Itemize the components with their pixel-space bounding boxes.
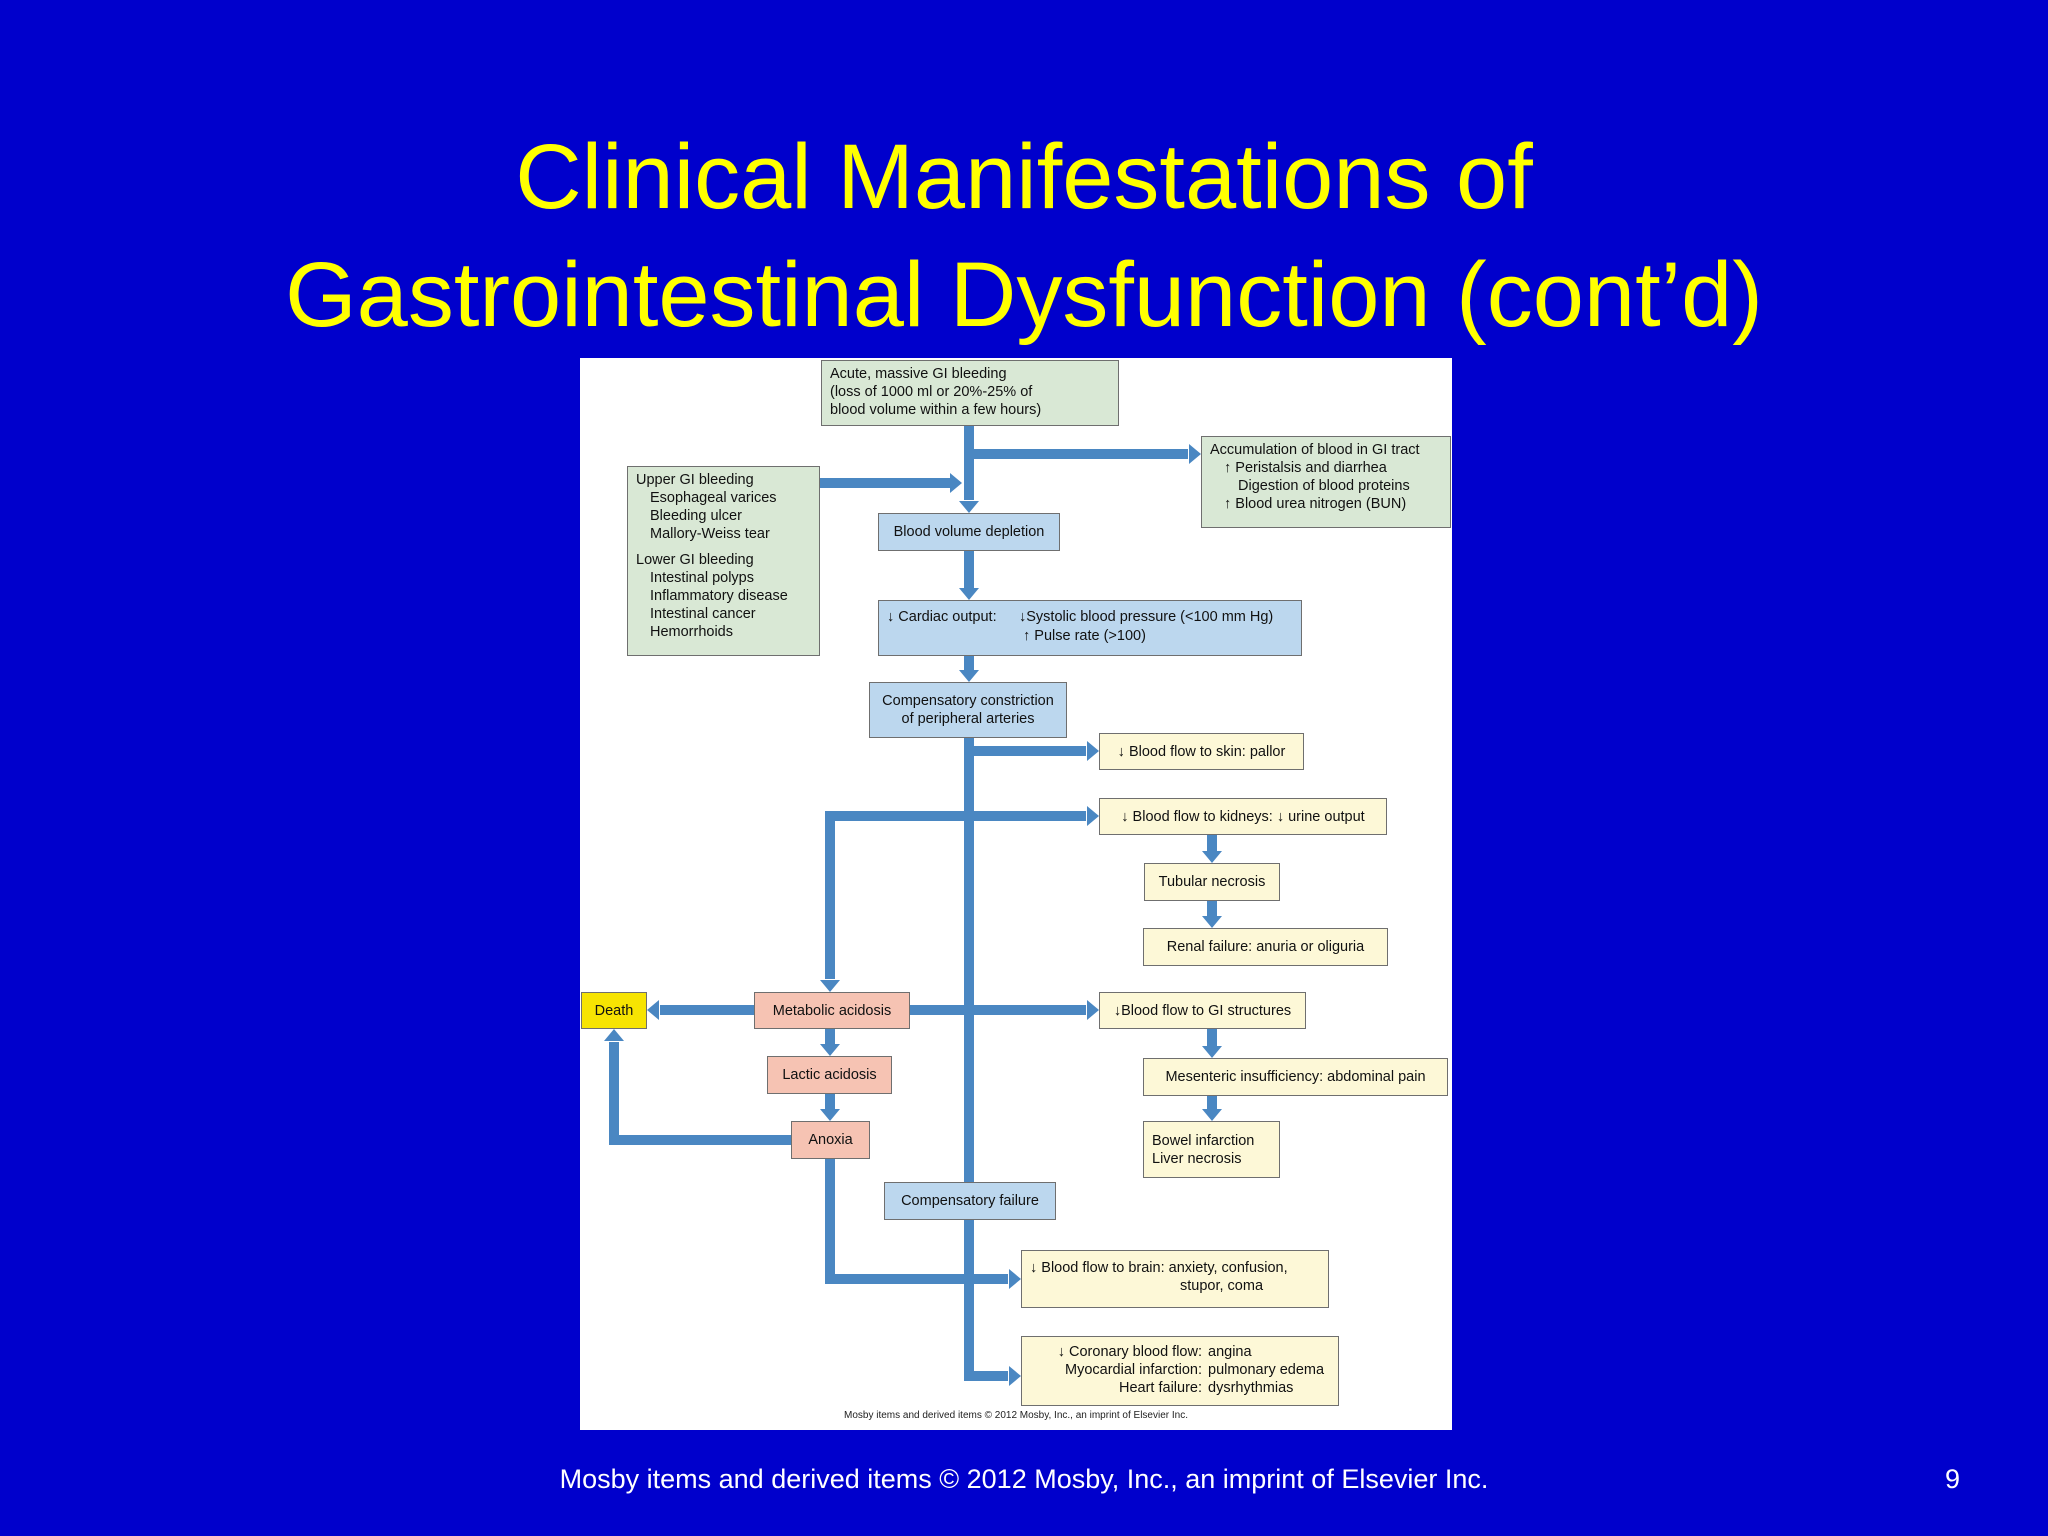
accumulation-item-2: Digestion of blood proteins <box>1238 478 1410 494</box>
tubular-necrosis-label: Tubular necrosis <box>1158 874 1266 890</box>
arrow-head-depletion <box>959 501 979 513</box>
lower-gi-title: Lower GI bleeding <box>636 552 754 568</box>
flowchart-figure: Acute, massive GI bleeding (loss of 1000… <box>580 358 1452 1430</box>
constriction-line-1: Compensatory constriction <box>882 693 1054 709</box>
arrow-head-brain <box>1009 1269 1021 1289</box>
lower-cause-1: Intestinal polyps <box>650 570 754 586</box>
death-label: Death <box>594 1002 634 1019</box>
gi-structures-blood-flow-box: ↓Blood flow to GI structures <box>1099 992 1306 1029</box>
arrow-head-tubular <box>1202 851 1222 863</box>
cardiac-output-box: ↓ Cardiac output: ↓Systolic blood pressu… <box>878 600 1302 656</box>
arrow-head-kidneys <box>1087 806 1099 826</box>
upper-cause-2: Bleeding ulcer <box>650 508 742 524</box>
acute-line-1: Acute, massive GI bleeding <box>830 366 1007 382</box>
lower-cause-2: Inflammatory disease <box>650 588 788 604</box>
slide-title: Clinical Manifestations of Gastrointesti… <box>0 118 2048 354</box>
arrow-head-death <box>647 1000 659 1020</box>
acute-gi-bleeding-box: Acute, massive GI bleeding (loss of 1000… <box>821 360 1119 426</box>
arrow-main-trunk <box>964 738 1008 1381</box>
arrow-head-constriction <box>959 670 979 682</box>
lactic-acidosis-box: Lactic acidosis <box>767 1056 892 1094</box>
mesenteric-insufficiency-label: Mesenteric insufficiency: abdominal pain <box>1165 1069 1426 1085</box>
coronary-value-1: angina <box>1208 1344 1252 1360</box>
upper-cause-3: Mallory-Weiss tear <box>650 526 770 542</box>
upper-cause-1: Esophageal varices <box>650 490 777 506</box>
coronary-blood-flow-box: ↓ Coronary blood flow: Myocardial infarc… <box>1021 1336 1339 1406</box>
coronary-value-3: dysrhythmias <box>1208 1380 1294 1396</box>
brain-line-1: ↓ Blood flow to brain: anxiety, confusio… <box>1030 1260 1288 1276</box>
flowchart-arrows <box>604 426 1222 1386</box>
skin-blood-flow-label: ↓ Blood flow to skin: pallor <box>1117 743 1286 760</box>
arrow-head-death-up <box>604 1029 624 1041</box>
cardiac-output-line-2: ↑ Pulse rate (>100) <box>1023 628 1146 644</box>
renal-failure-label: Renal failure: anuria or oliguria <box>1166 939 1365 955</box>
arrow-head-cardiac <box>959 588 979 600</box>
accumulation-box: Accumulation of blood in GI tract ↑ Peri… <box>1201 436 1451 528</box>
lower-cause-3: Intestinal cancer <box>650 606 756 622</box>
coronary-label-1: ↓ Coronary blood flow: <box>1057 1344 1202 1360</box>
bowel-line-1: Bowel infarction <box>1152 1132 1255 1149</box>
skin-blood-flow-box: ↓ Blood flow to skin: pallor <box>1099 733 1304 770</box>
brain-line-2: stupor, coma <box>1180 1278 1264 1294</box>
arrow-head-bowel <box>1202 1109 1222 1121</box>
arrow-head-causes <box>950 473 962 493</box>
cardiac-output-label: ↓ Cardiac output: <box>887 609 997 625</box>
renal-failure-box: Renal failure: anuria or oliguria <box>1143 928 1388 966</box>
blood-volume-depletion-label: Blood volume depletion <box>893 524 1045 540</box>
death-box: Death <box>581 992 647 1029</box>
gi-bleeding-causes-box: Upper GI bleeding Esophageal varices Ble… <box>627 466 820 656</box>
lactic-acidosis-label: Lactic acidosis <box>782 1067 877 1083</box>
blood-volume-depletion-box: Blood volume depletion <box>878 513 1060 551</box>
compensatory-constriction-box: Compensatory constriction of peripheral … <box>869 682 1067 738</box>
arrow-to-kidneys <box>825 811 1086 979</box>
arrow-head-accumulation <box>1189 444 1201 464</box>
arrow-head-lactic <box>820 1044 840 1056</box>
constriction-line-2: of peripheral arteries <box>901 711 1035 727</box>
arrow-anoxia-to-death <box>609 1042 791 1145</box>
arrow-head-coronary <box>1009 1366 1021 1386</box>
brain-blood-flow-box: ↓ Blood flow to brain: anxiety, confusio… <box>1021 1250 1329 1308</box>
coronary-value-2: pulmonary edema <box>1208 1362 1325 1378</box>
kidney-blood-flow-label: ↓ Blood flow to kidneys: ↓ urine output <box>1121 808 1365 825</box>
coronary-label-3: Heart failure: <box>1118 1380 1202 1396</box>
accumulation-item-1: ↑ Peristalsis and diarrhea <box>1224 460 1387 476</box>
arrow-head-mesenteric <box>1202 1046 1222 1058</box>
arrow-head-metabolic <box>820 980 840 992</box>
acute-line-3: blood volume within a few hours) <box>830 402 1042 418</box>
acute-line-2: (loss of 1000 ml or 20%-25% of <box>830 384 1033 400</box>
lower-cause-4: Hemorrhoids <box>650 624 733 640</box>
anoxia-label: Anoxia <box>808 1132 853 1148</box>
mesenteric-insufficiency-box: Mesenteric insufficiency: abdominal pain <box>1143 1058 1448 1096</box>
arrow-head-skin <box>1087 741 1099 761</box>
figure-credit: Mosby items and derived items © 2012 Mos… <box>844 1410 1188 1421</box>
arrow-head-gi <box>1087 1000 1099 1020</box>
tubular-necrosis-box: Tubular necrosis <box>1144 863 1280 901</box>
page-number: 9 <box>1944 1464 1960 1494</box>
gi-structures-blood-flow-label: ↓Blood flow to GI structures <box>1113 1002 1292 1019</box>
cardiac-output-line-1: ↓Systolic blood pressure (<100 mm Hg) <box>1019 609 1274 625</box>
compensatory-failure-label: Compensatory failure <box>901 1193 1039 1209</box>
anoxia-box: Anoxia <box>791 1121 870 1159</box>
metabolic-acidosis-label: Metabolic acidosis <box>772 1002 892 1019</box>
arrow-head-anoxia <box>820 1109 840 1121</box>
bowel-line-2: Liver necrosis <box>1152 1150 1242 1167</box>
bowel-infarction-box: Bowel infarction Liver necrosis <box>1143 1121 1280 1178</box>
arrow-head-renal <box>1202 916 1222 928</box>
arrow-anoxia-to-brain <box>825 1159 1008 1284</box>
metabolic-acidosis-box: Metabolic acidosis <box>754 992 910 1029</box>
kidney-blood-flow-box: ↓ Blood flow to kidneys: ↓ urine output <box>1099 798 1387 835</box>
compensatory-failure-box: Compensatory failure <box>884 1182 1056 1220</box>
coronary-label-2: Myocardial infarction: <box>1065 1362 1202 1378</box>
slide-title-line-2: Gastrointestinal Dysfunction (cont’d) <box>285 244 1763 346</box>
accumulation-title: Accumulation of blood in GI tract <box>1210 442 1420 458</box>
slide-title-line-1: Clinical Manifestations of <box>515 126 1533 228</box>
accumulation-item-3: ↑ Blood urea nitrogen (BUN) <box>1224 496 1407 512</box>
slide-footer: Mosby items and derived items © 2012 Mos… <box>559 1464 1489 1494</box>
upper-gi-title: Upper GI bleeding <box>636 472 754 488</box>
